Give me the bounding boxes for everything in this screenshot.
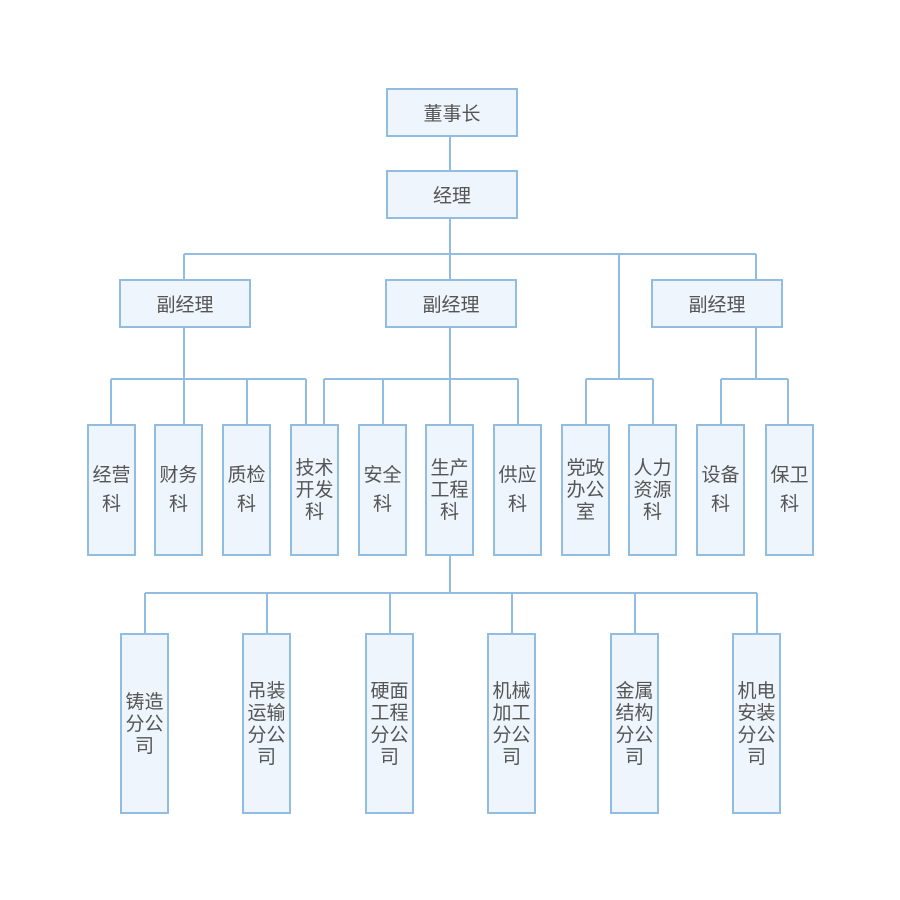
node-co-mechelec-label: 机电安装分公司: [737, 679, 776, 768]
node-co-mechelec: 机电安装分公司: [732, 633, 781, 814]
node-dept-business: 经营科: [87, 424, 136, 556]
node-deputy-right: 副经理: [651, 279, 783, 328]
node-dept-equipment: 设备科: [696, 424, 745, 556]
node-dept-supply-label: 供应科: [498, 464, 537, 515]
node-dept-techdev-label: 技术开发科: [295, 457, 334, 523]
node-co-casting-label: 铸造分公司: [125, 690, 164, 757]
node-co-metal: 金属结构分公司: [610, 633, 659, 814]
node-deputy-left-label: 副经理: [156, 294, 214, 316]
node-co-hardsurface-label: 硬面工程分公司: [370, 679, 409, 768]
node-dept-production-label: 生产工程科: [430, 457, 469, 523]
node-dept-techdev: 技术开发科: [290, 424, 339, 556]
node-deputy-right-label: 副经理: [688, 294, 746, 316]
node-dept-hr: 人力资源科: [628, 424, 677, 556]
node-dept-finance: 财务科: [154, 424, 203, 556]
node-chairman: 董事长: [386, 88, 518, 137]
node-dept-safety-label: 安全科: [363, 464, 402, 515]
node-dept-business-label: 经营科: [92, 464, 131, 515]
node-deputy-mid: 副经理: [385, 279, 517, 328]
node-co-machining: 机械加工分公司: [487, 633, 536, 814]
node-deputy-mid-label: 副经理: [422, 294, 480, 316]
node-dept-security: 保卫科: [765, 424, 814, 556]
node-co-metal-label: 金属结构分公司: [615, 679, 654, 768]
node-chairman-label: 董事长: [423, 103, 481, 125]
node-dept-party-office-label: 党政办公室: [566, 457, 605, 523]
node-co-hoisting-label: 吊装运输分公司: [247, 679, 286, 768]
node-dept-supply: 供应科: [493, 424, 542, 556]
node-deputy-left: 副经理: [119, 279, 251, 328]
node-co-hardsurface: 硬面工程分公司: [365, 633, 414, 814]
node-dept-finance-label: 财务科: [159, 464, 198, 515]
node-dept-production: 生产工程科: [425, 424, 474, 556]
node-dept-safety: 安全科: [358, 424, 407, 556]
node-manager: 经理: [386, 170, 518, 219]
node-dept-equipment-label: 设备科: [701, 464, 740, 515]
node-co-casting: 铸造分公司: [120, 633, 169, 814]
node-dept-quality: 质检科: [222, 424, 271, 556]
node-dept-quality-label: 质检科: [227, 464, 266, 515]
node-dept-party-office: 党政办公室: [561, 424, 610, 556]
node-dept-security-label: 保卫科: [770, 464, 809, 515]
node-co-hoisting: 吊装运输分公司: [242, 633, 291, 814]
node-co-machining-label: 机械加工分公司: [492, 679, 531, 768]
node-manager-label: 经理: [432, 185, 471, 207]
node-dept-hr-label: 人力资源科: [633, 457, 672, 523]
